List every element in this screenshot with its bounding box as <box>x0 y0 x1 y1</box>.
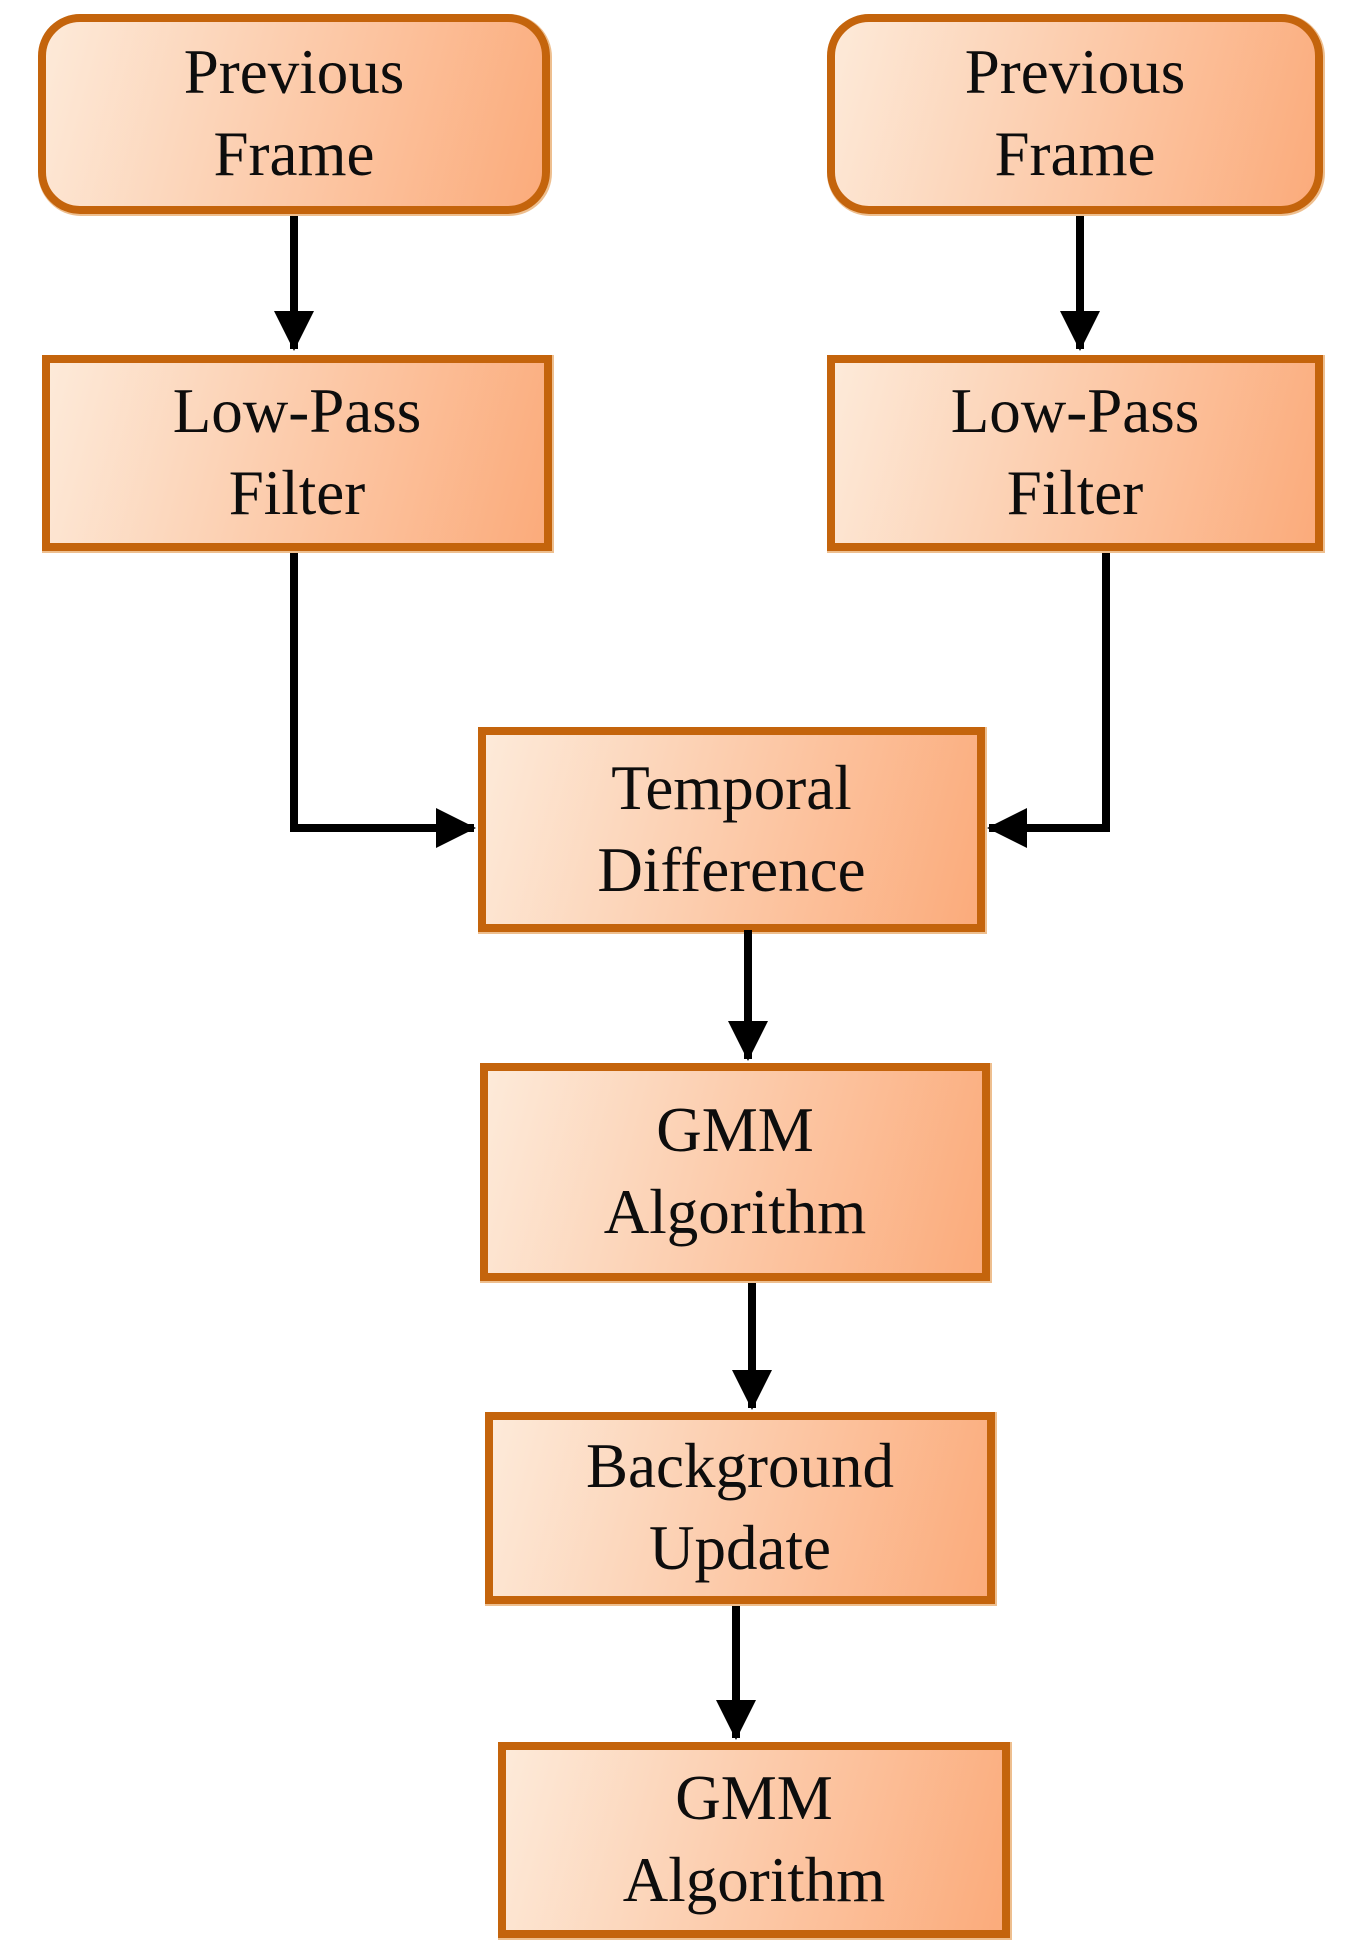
node-gmm-algorithm-1: GMM Algorithm <box>480 1063 990 1281</box>
node-low-pass-filter-right: Low-Pass Filter <box>827 355 1323 551</box>
node-previous-frame-right: Previous Frame <box>827 14 1323 214</box>
node-label-line: Filter <box>1006 458 1144 528</box>
node-label-line: GMM <box>656 1095 814 1166</box>
node-label-line: Update <box>649 1513 831 1583</box>
node-label-line: Temporal <box>611 752 852 823</box>
arrow-low-pass-filter-left-to-temporal-difference <box>290 553 476 848</box>
node-label-line: Difference <box>597 834 866 905</box>
node-temporal-difference: Temporal Difference <box>478 727 985 932</box>
node-label-line: Frame <box>213 119 375 189</box>
node-label-line: Background <box>586 1431 894 1502</box>
node-label-line: Low-Pass <box>172 376 422 447</box>
node-low-pass-filter-left: Low-Pass Filter <box>42 355 552 551</box>
node-label-line: Algorithm <box>603 1177 867 1247</box>
arrow-low-pass-filter-right-to-temporal-difference <box>987 553 1110 848</box>
node-gmm-algorithm-2: GMM Algorithm <box>498 1742 1010 1938</box>
node-previous-frame-left: Previous Frame <box>38 14 550 214</box>
node-label-line: GMM <box>675 1763 833 1834</box>
node-label-line: Algorithm <box>622 1845 886 1915</box>
node-label-line: Frame <box>994 119 1156 189</box>
node-background-update: Background Update <box>485 1412 995 1604</box>
node-label-line: Previous <box>183 37 405 108</box>
node-label-line: Low-Pass <box>950 376 1200 447</box>
node-label-line: Filter <box>228 458 366 528</box>
node-label-line: Previous <box>964 37 1186 108</box>
